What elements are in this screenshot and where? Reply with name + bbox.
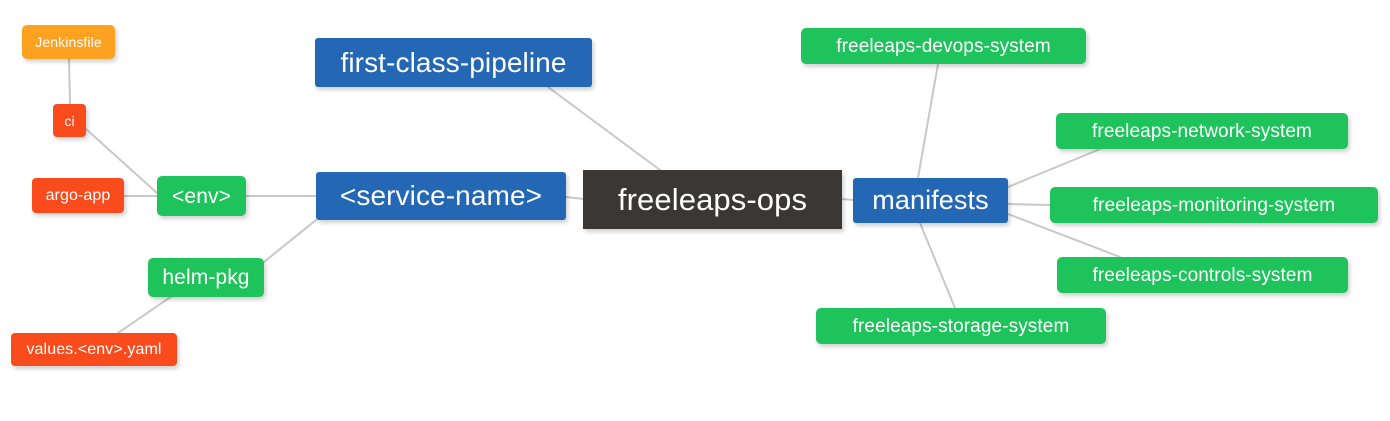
node-label: values.<env>.yaml	[26, 340, 162, 358]
node-freeleaps-ops[interactable]: freeleaps-ops	[583, 170, 842, 229]
node-helm-pkg[interactable]: helm-pkg	[148, 258, 264, 297]
node-label: argo-app	[45, 186, 111, 204]
node-label: freeleaps-devops-system	[836, 35, 1051, 57]
node-freeleaps-controls-system[interactable]: freeleaps-controls-system	[1057, 257, 1348, 293]
node-env[interactable]: <env>	[157, 176, 246, 216]
node-ci[interactable]: ci	[53, 104, 86, 137]
node-label: <service-name>	[339, 180, 543, 211]
node-label: freeleaps-ops	[617, 182, 808, 217]
node-freeleaps-network-system[interactable]: freeleaps-network-system	[1056, 113, 1348, 149]
node-label: freeleaps-storage-system	[852, 315, 1070, 337]
node-manifests[interactable]: manifests	[853, 178, 1008, 223]
node-label: ci	[64, 112, 75, 129]
node-freeleaps-devops-system[interactable]: freeleaps-devops-system	[801, 28, 1086, 64]
node-label: freeleaps-monitoring-system	[1092, 194, 1336, 216]
node-service-name[interactable]: <service-name>	[316, 172, 566, 220]
node-label: freeleaps-controls-system	[1092, 264, 1313, 286]
node-label: Jenkinsfile	[35, 34, 102, 50]
node-values-yaml[interactable]: values.<env>.yaml	[11, 333, 177, 366]
node-label: <env>	[172, 184, 231, 208]
node-label: helm-pkg	[162, 266, 250, 289]
node-first-class-pipeline[interactable]: first-class-pipeline	[315, 38, 592, 87]
node-argo-app[interactable]: argo-app	[32, 178, 124, 213]
node-label: first-class-pipeline	[340, 46, 567, 78]
node-freeleaps-monitoring-system[interactable]: freeleaps-monitoring-system	[1050, 187, 1378, 223]
node-label: freeleaps-network-system	[1092, 120, 1312, 142]
node-freeleaps-storage-system[interactable]: freeleaps-storage-system	[816, 308, 1106, 344]
node-label: manifests	[872, 185, 989, 215]
node-jenkinsfile[interactable]: Jenkinsfile	[22, 25, 115, 59]
